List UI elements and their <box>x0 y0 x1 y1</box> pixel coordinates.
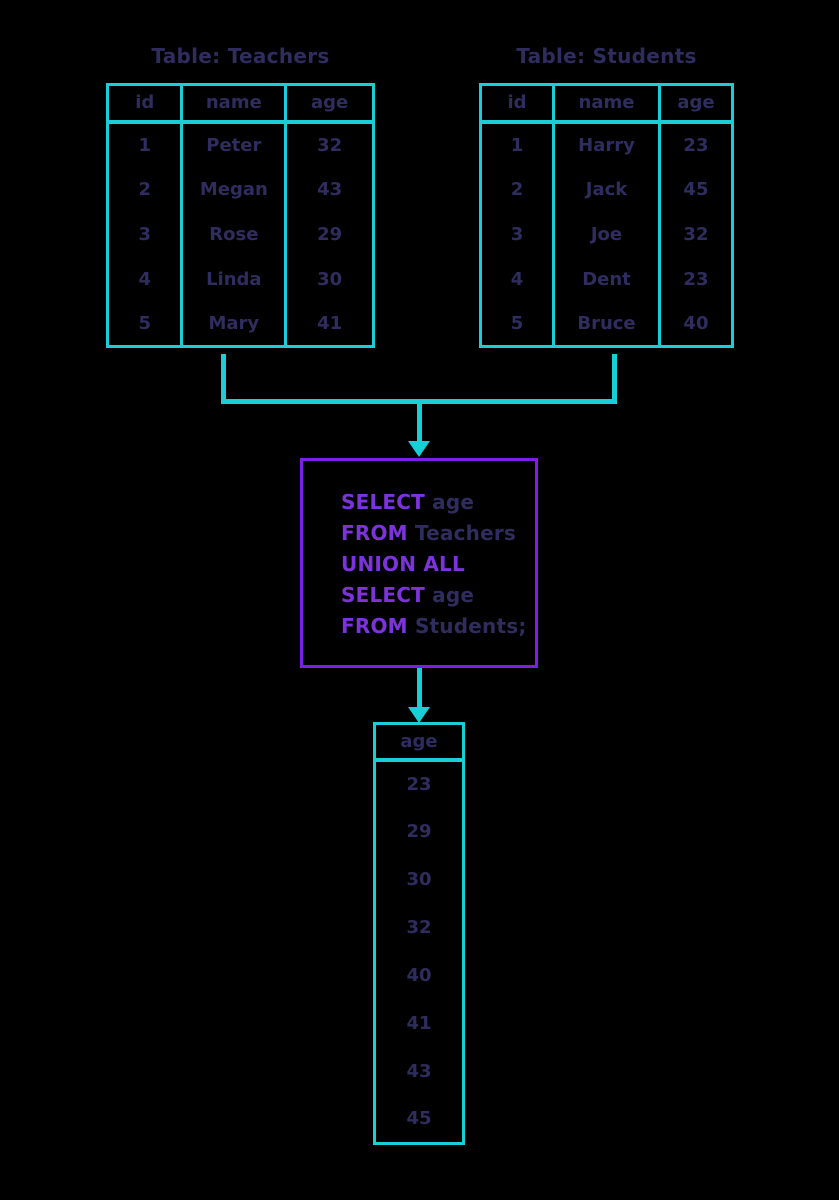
teachers-column-header-name: name <box>180 84 288 124</box>
students-cell: 45 <box>657 166 735 212</box>
connector-teachers-drop-line <box>221 354 226 404</box>
sql-line: SELECT age <box>341 487 535 518</box>
sql-line: FROM Students; <box>341 611 535 642</box>
sql-line: FROM Teachers <box>341 518 535 549</box>
sql-keyword: SELECT <box>341 583 425 607</box>
teachers-table-title: Table: Teachers <box>151 44 330 68</box>
students-column-header-id: id <box>478 84 556 124</box>
sql-line: UNION ALL <box>341 549 535 580</box>
sql-keyword: FROM <box>341 521 408 545</box>
sql-identifier: Students; <box>407 614 527 638</box>
teachers-cell: Mary <box>180 301 288 347</box>
sql-keyword: SELECT <box>341 490 425 514</box>
students-cell: Bruce <box>552 301 661 347</box>
result-row: 40 <box>373 951 465 1000</box>
teachers-cell: 2 <box>105 166 184 212</box>
result-row: 41 <box>373 999 465 1048</box>
teachers-cell: 32 <box>284 121 375 167</box>
students-table-title: Table: Students <box>516 44 697 68</box>
students-cell: Jack <box>552 166 661 212</box>
teachers-cell: Linda <box>180 256 288 302</box>
teachers-column-header-age: age <box>284 84 375 124</box>
students-cell: 5 <box>478 301 556 347</box>
result-cell: 32 <box>373 903 465 952</box>
students-cell: 3 <box>478 211 556 257</box>
students-cell: Joe <box>552 211 661 257</box>
result-cell: 30 <box>373 855 465 904</box>
students-cell: 40 <box>657 301 735 347</box>
result-cell: 40 <box>373 951 465 1000</box>
students-cell: 2 <box>478 166 556 212</box>
sql-keyword: UNION ALL <box>341 552 465 576</box>
teachers-cell: 5 <box>105 301 184 347</box>
students-cell: Dent <box>552 256 661 302</box>
result-cell: 41 <box>373 999 465 1048</box>
students-cell: 32 <box>657 211 735 257</box>
students-column-header-name: name <box>552 84 661 124</box>
students-cell: 1 <box>478 121 556 167</box>
teachers-cell: 3 <box>105 211 184 257</box>
result-cell: 23 <box>373 759 465 808</box>
result-row: 45 <box>373 1095 465 1144</box>
teachers-column-header-id: id <box>105 84 184 124</box>
sql-identifier: age <box>425 490 475 514</box>
students-cell: 23 <box>657 121 735 167</box>
students-cell: Harry <box>552 121 661 167</box>
connector-students-drop-line <box>612 354 617 404</box>
result-row: 29 <box>373 807 465 856</box>
teachers-cell: 30 <box>284 256 375 302</box>
connector-horizontal-line <box>221 399 617 404</box>
students-cell: 23 <box>657 256 735 302</box>
connector-stem-to-query <box>417 404 422 442</box>
teachers-cell: 29 <box>284 211 375 257</box>
result-row: 23 <box>373 759 465 808</box>
result-row: 30 <box>373 855 465 904</box>
sql-identifier: age <box>425 583 475 607</box>
teachers-cell: 41 <box>284 301 375 347</box>
teachers-cell: Megan <box>180 166 288 212</box>
arrow-down-icon <box>408 707 430 723</box>
result-row: 43 <box>373 1047 465 1096</box>
result-column-header-age: age <box>373 723 465 762</box>
result-cell: 29 <box>373 807 465 856</box>
sql-keyword: FROM <box>341 614 408 638</box>
teachers-cell: 43 <box>284 166 375 212</box>
teachers-cell: 4 <box>105 256 184 302</box>
result-header-row: age <box>373 723 465 762</box>
result-cell: 45 <box>373 1095 465 1144</box>
connector-stem-to-result <box>417 668 422 708</box>
students-column-header-age: age <box>657 84 735 124</box>
teachers-cell: Rose <box>180 211 288 257</box>
sql-line: SELECT age <box>341 580 535 611</box>
result-row: 32 <box>373 903 465 952</box>
teachers-cell: Peter <box>180 121 288 167</box>
teachers-cell: 1 <box>105 121 184 167</box>
arrow-down-icon <box>408 441 430 457</box>
students-cell: 4 <box>478 256 556 302</box>
result-cell: 43 <box>373 1047 465 1096</box>
sql-identifier: Teachers <box>407 521 517 545</box>
